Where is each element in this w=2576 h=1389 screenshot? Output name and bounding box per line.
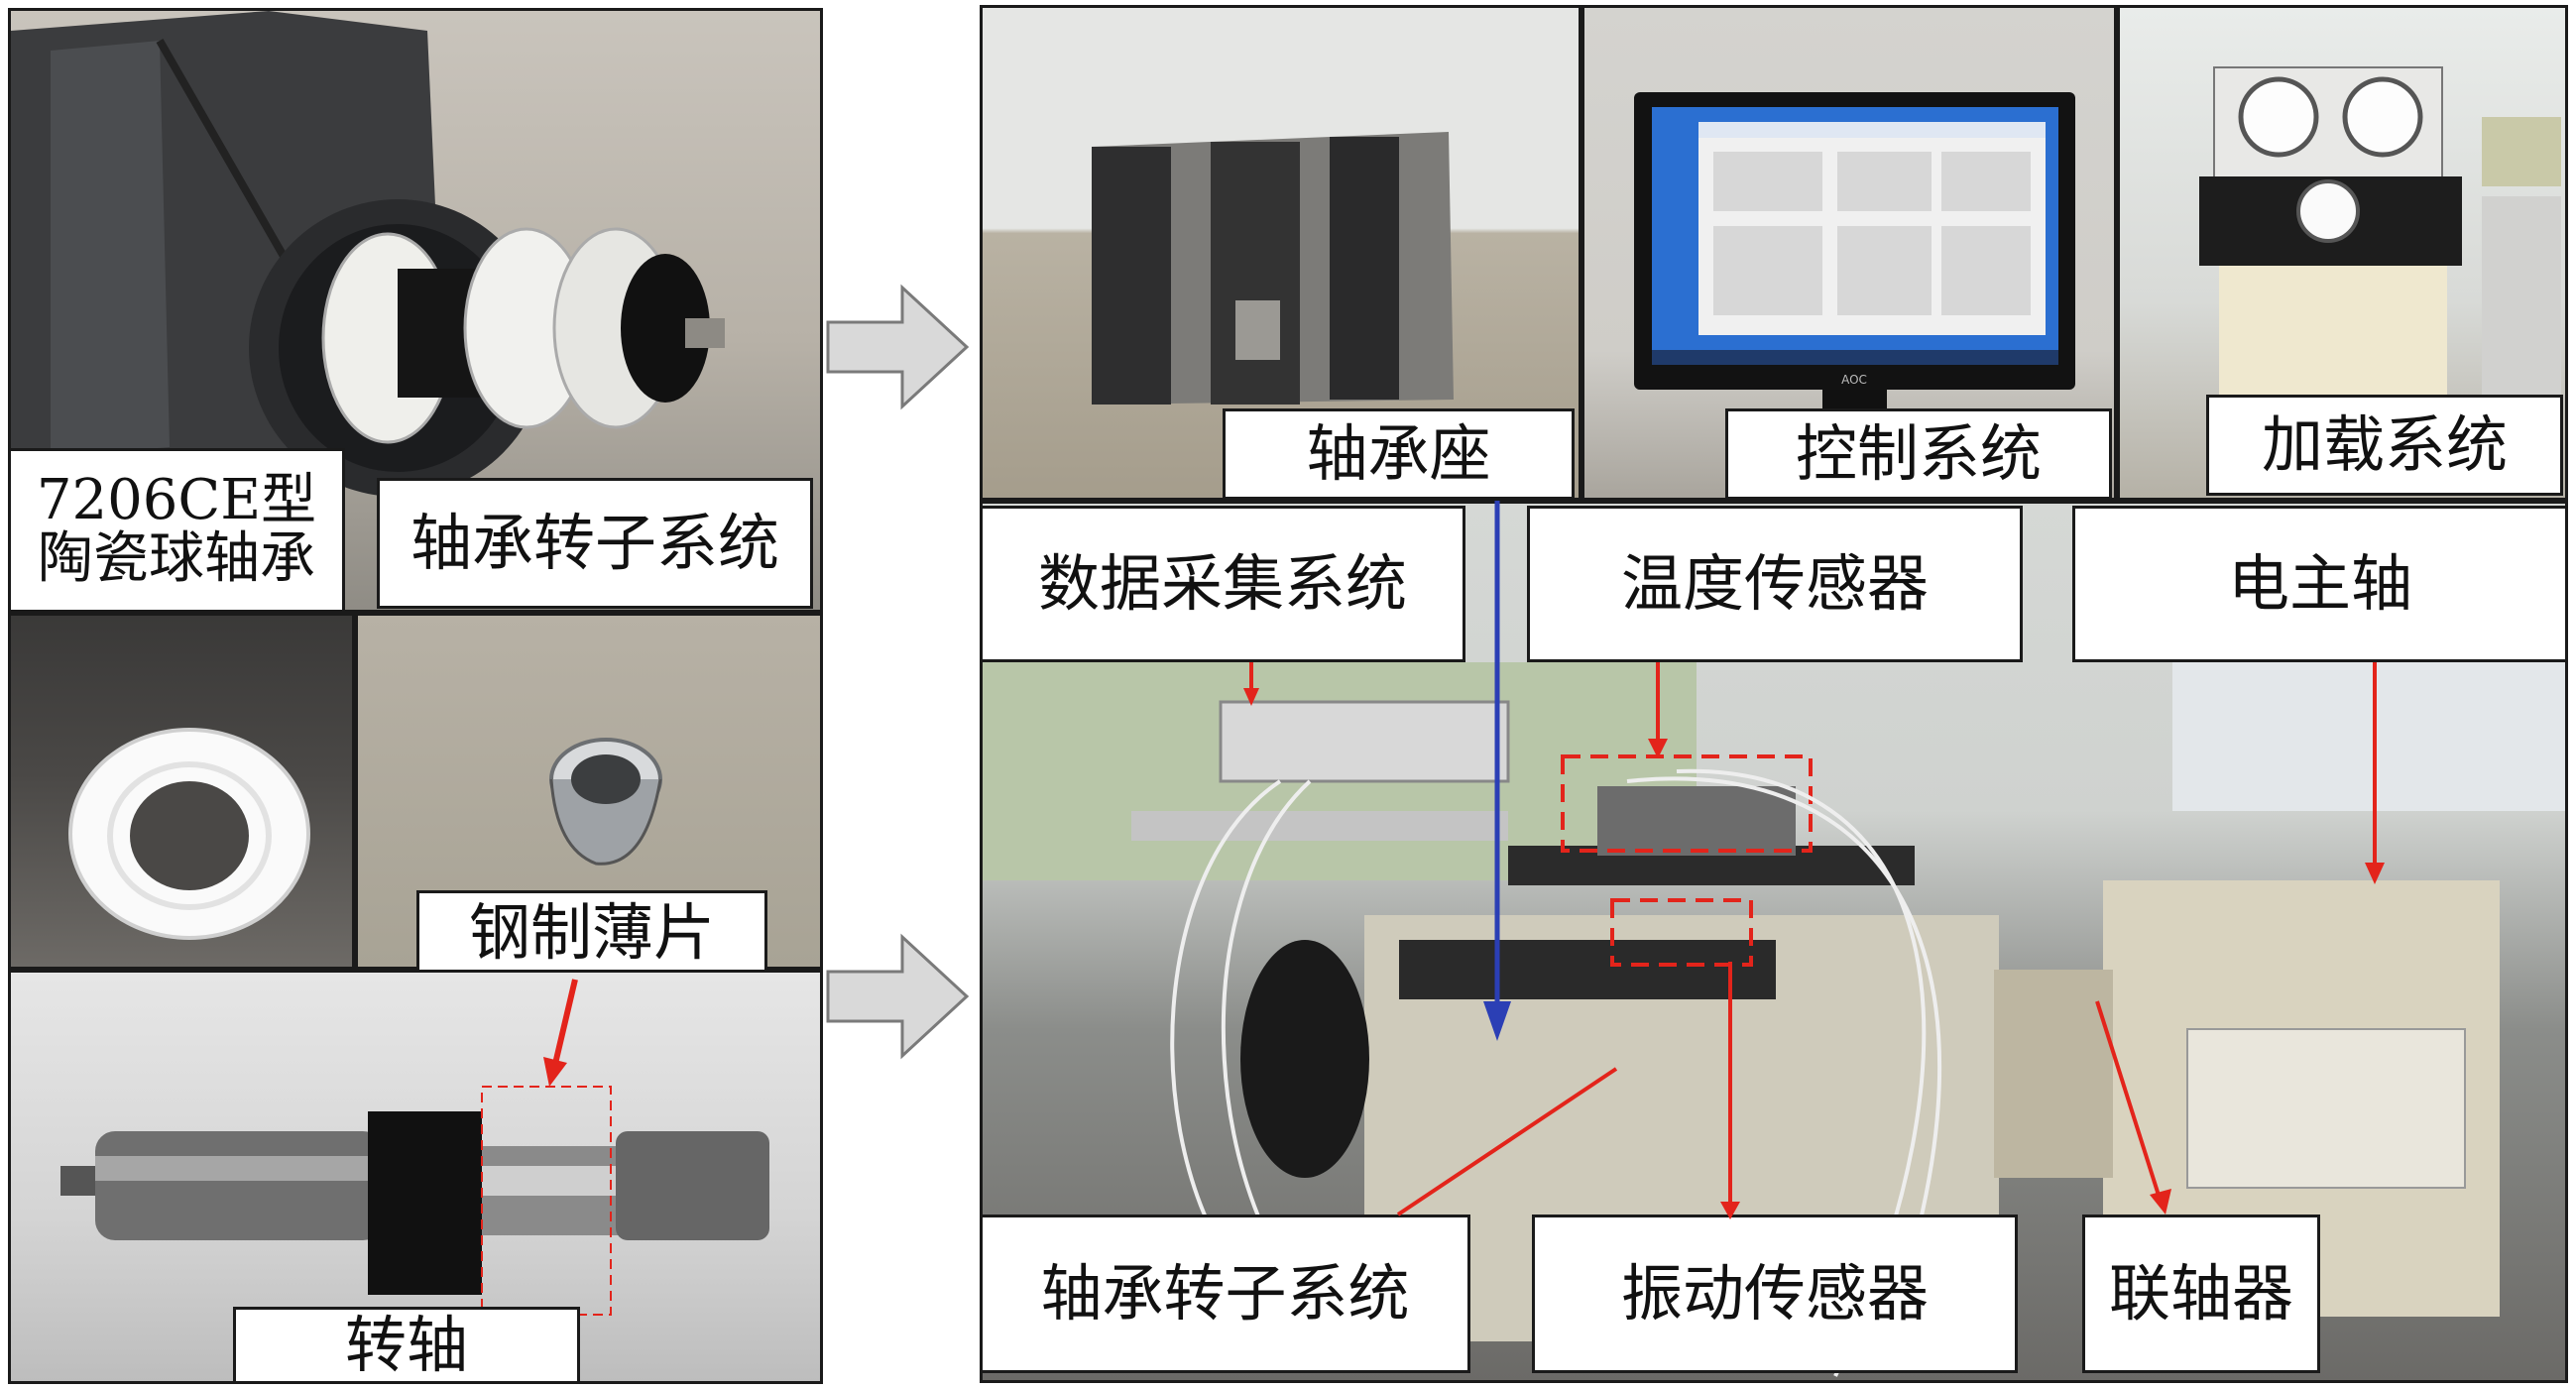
data-acquisition-label: 数据采集系统 bbox=[980, 506, 1465, 662]
bearing-seat-label: 轴承座 bbox=[1223, 408, 1575, 500]
vibration-sensor-label: 振动传感器 bbox=[1532, 1215, 2018, 1373]
loading-system-label: 加载系统 bbox=[2206, 395, 2563, 496]
monitor-illustration: AOC bbox=[1634, 92, 2075, 424]
bearing-type-label: 7206CE型 陶瓷球轴承 bbox=[8, 448, 345, 613]
steel-sheet-illustration bbox=[549, 738, 662, 866]
monitor-brand: AOC bbox=[1841, 373, 1867, 387]
steel-sheet-label: 钢制薄片 bbox=[416, 890, 767, 976]
photo-bearing-rotor-system bbox=[8, 8, 823, 613]
bearing-seat-illustration bbox=[1092, 132, 1454, 405]
steel-sheet-pointer bbox=[543, 979, 578, 1087]
control-system-label: 控制系统 bbox=[1725, 408, 2112, 500]
shaft-illustration bbox=[60, 1086, 769, 1316]
spindle-label: 电主轴 bbox=[2072, 506, 2568, 662]
test-rig-illustration bbox=[983, 662, 2565, 1377]
temperature-sensor-label: 温度传感器 bbox=[1527, 506, 2023, 662]
flow-arrow-bottom bbox=[826, 933, 970, 1060]
coupling-label: 联轴器 bbox=[2082, 1215, 2320, 1373]
rotor-system-label-bottom: 轴承转子系统 bbox=[980, 1215, 1470, 1373]
shaft-label: 转轴 bbox=[233, 1307, 580, 1384]
flow-arrow-top bbox=[826, 284, 970, 410]
bearing-rotor-illustration bbox=[11, 11, 725, 497]
bearing-type-line1: 7206CE型 bbox=[36, 468, 317, 533]
ceramic-bearing-illustration bbox=[68, 728, 310, 940]
photo-ceramic-bearing bbox=[8, 613, 355, 970]
bearing-type-line2: 陶瓷球轴承 bbox=[38, 526, 315, 591]
rotor-system-label-top: 轴承转子系统 bbox=[377, 478, 813, 609]
